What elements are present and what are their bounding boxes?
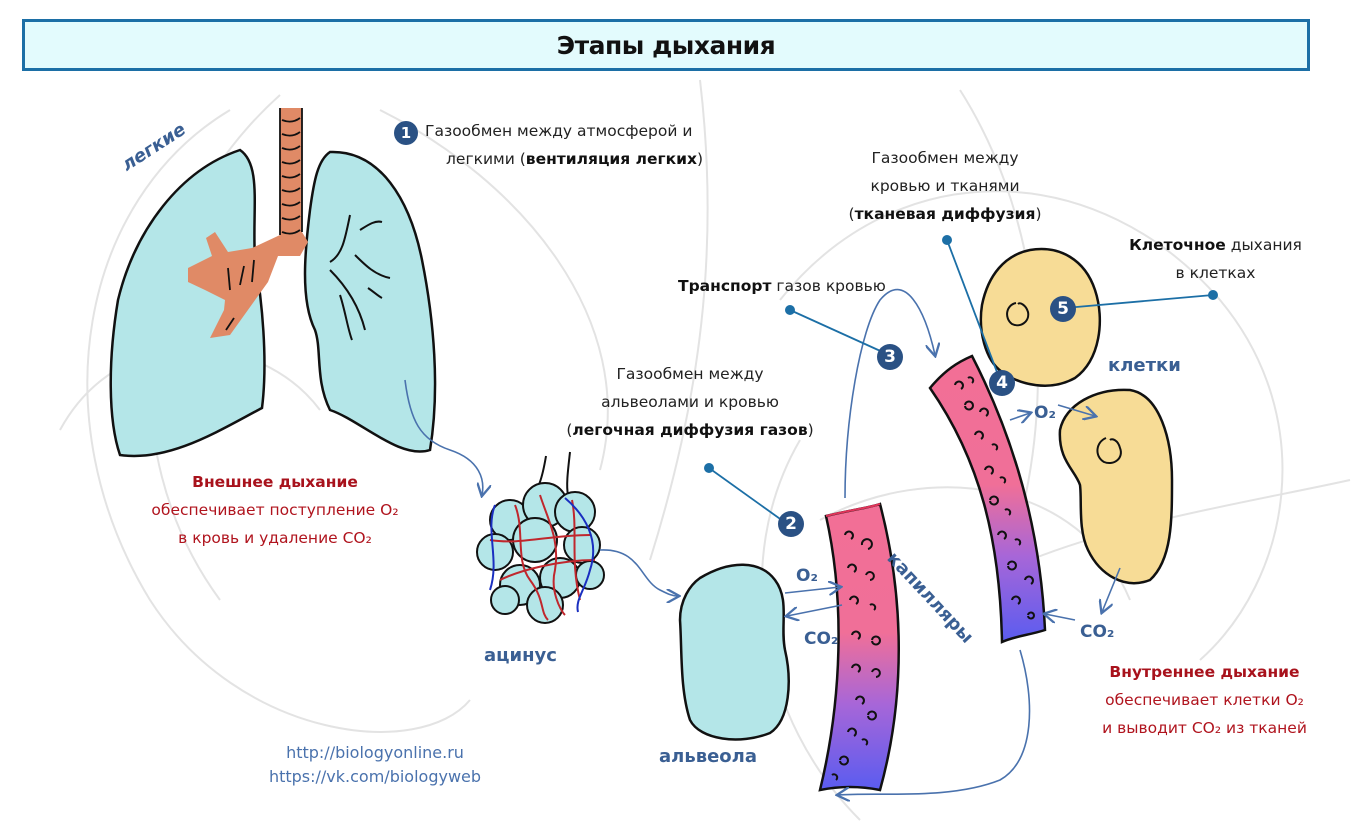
cells-illustration (979, 247, 1174, 585)
arrow-co2-cell (1102, 567, 1121, 612)
cell-top (979, 247, 1101, 387)
stage-3-text: Транспорт газов кровью (678, 277, 886, 295)
stage-badge-1: 1 (394, 121, 418, 145)
gas-co2-alveola: CO₂ (804, 629, 839, 649)
arrow-lungs-to-acinus (404, 379, 483, 495)
stage-badge-5: 5 (1050, 296, 1076, 322)
internal-breathing-text: Внутреннее дыхание обеспечивает клетки O… (1102, 663, 1307, 737)
stage-2-text: Газообмен между альвеолами и кровью (лег… (566, 365, 814, 439)
arrow-co2-alveola (787, 604, 843, 616)
capillary-tissue (928, 354, 1047, 644)
label-alveola: альвеола (659, 746, 758, 767)
stage-badge-4: 4 (989, 370, 1015, 396)
right-lung (303, 150, 437, 453)
cell-bottom (1058, 388, 1174, 585)
label-acinus: ацинус (484, 645, 557, 666)
arrow-o2-alveola (784, 587, 840, 593)
external-breathing-text: Внешнее дыхание обеспечивает поступление… (151, 473, 399, 547)
gas-o2-tissue: O₂ (1034, 403, 1056, 423)
arrow-o2-cell (1057, 404, 1095, 416)
alveola-shape (678, 563, 790, 741)
trachea (188, 108, 308, 338)
acinus-illustration (476, 451, 605, 624)
capillary-pulmonary (818, 502, 900, 792)
lungs-illustration (109, 108, 437, 458)
arrow-acinus-to-alveola (599, 549, 678, 596)
site-link[interactable]: http://biologyonline.ru (286, 743, 464, 762)
arrow-transport-loop (844, 288, 935, 499)
stage-4-text: Газообмен между кровью и тканями (тканев… (848, 149, 1042, 223)
stage-badge-2: 2 (778, 511, 804, 537)
stage-5-text: Клеточное дыхания в клетках (1129, 236, 1302, 282)
source-links: http://biologyonline.ru https://vk.com/b… (245, 741, 505, 789)
stage-1-line1: Газообмен между атмосферой и (425, 122, 693, 140)
label-cells: клетки (1108, 355, 1181, 376)
gas-co2-tissue: CO₂ (1080, 622, 1115, 642)
gas-o2-alveola: O₂ (796, 566, 818, 586)
arrow-return-loop (838, 649, 1031, 795)
vk-link[interactable]: https://vk.com/biologyweb (268, 767, 482, 786)
stage-badge-3: 3 (877, 344, 903, 370)
arrow-o2-capillary (1009, 413, 1030, 420)
page-title: Этапы дыхания (556, 30, 776, 60)
arrow-co2-capillary (1045, 614, 1076, 620)
title-bar: Этапы дыхания (22, 19, 1310, 71)
stage-1-line2: легкими (вентиляция легких) (446, 150, 704, 168)
